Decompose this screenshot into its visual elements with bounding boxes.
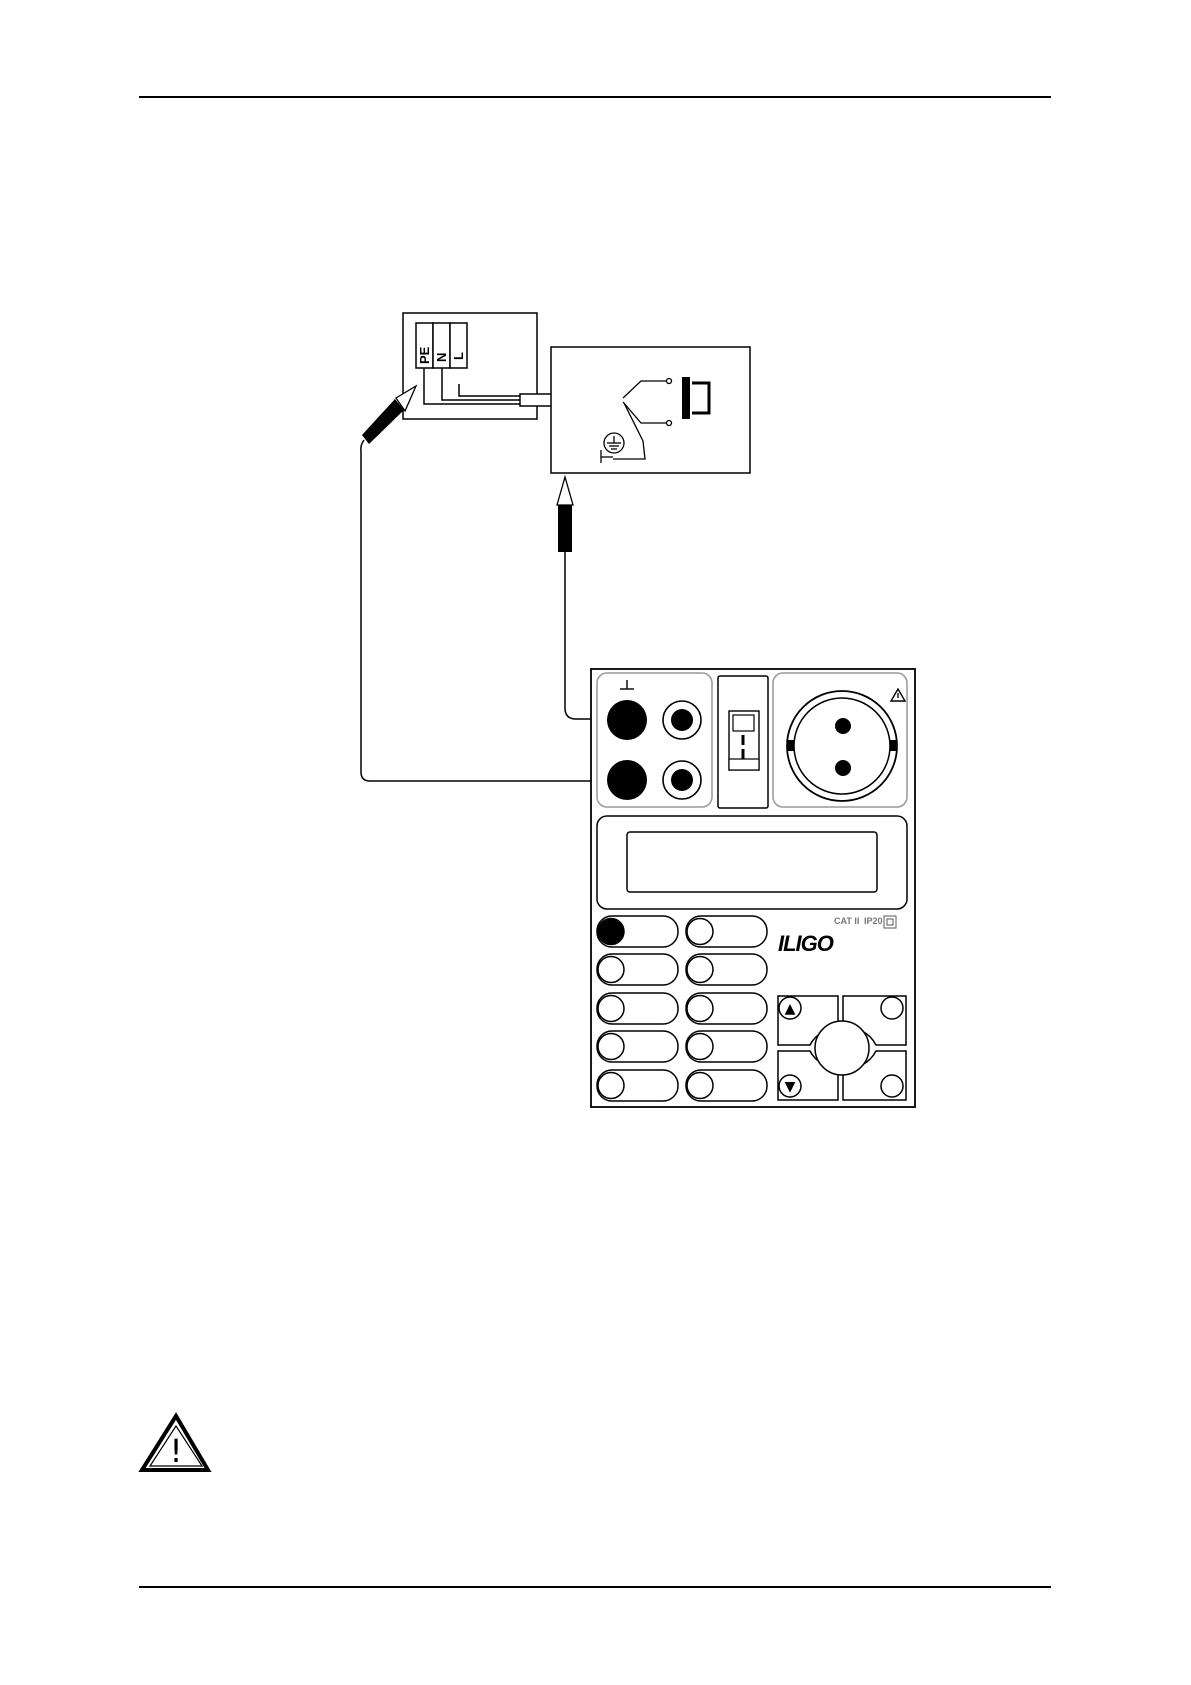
terminal-box: PE N L xyxy=(403,313,537,419)
test-lead-pe xyxy=(361,440,617,781)
function-key-r2-c1[interactable] xyxy=(597,954,678,985)
display-panel xyxy=(597,816,907,909)
warning-glyph: ! xyxy=(170,1432,183,1470)
appliance-box xyxy=(551,347,750,473)
up-arrow-icon: ▲ xyxy=(785,1001,796,1017)
function-key-r4-c2[interactable] xyxy=(686,1031,767,1062)
test-leads xyxy=(361,440,617,781)
function-key-r1-c1[interactable] xyxy=(597,916,678,947)
down-arrow-icon: ▼ xyxy=(785,1079,796,1095)
category-marking: CAT II xyxy=(834,916,859,926)
terminal-label-pe: PE xyxy=(417,346,432,364)
function-key-r5-c1[interactable] xyxy=(597,1070,678,1101)
function-key-r1-c2[interactable] xyxy=(686,916,767,947)
fuse-holder-icon xyxy=(729,711,759,770)
function-key-r3-c1[interactable] xyxy=(597,993,678,1024)
input-socket-1[interactable] xyxy=(607,700,647,740)
ip-rating-marking: IP20 xyxy=(864,916,883,926)
brand-logo: ILIGO xyxy=(778,931,834,956)
function-key-r5-c2[interactable] xyxy=(686,1070,767,1101)
mains-test-socket[interactable] xyxy=(787,691,897,801)
function-key-r3-c2[interactable] xyxy=(686,993,767,1024)
input-socket-3[interactable] xyxy=(607,760,647,800)
terminal-label-l: L xyxy=(451,352,466,360)
warning-icon: ! xyxy=(142,1416,208,1470)
function-key-r4-c1[interactable] xyxy=(597,1031,678,1062)
function-key-r2-c2[interactable] xyxy=(686,954,767,985)
test-probe-housing[interactable] xyxy=(557,477,573,552)
nav-key-center[interactable] xyxy=(815,1021,869,1075)
terminal-label-n: N xyxy=(434,353,449,362)
